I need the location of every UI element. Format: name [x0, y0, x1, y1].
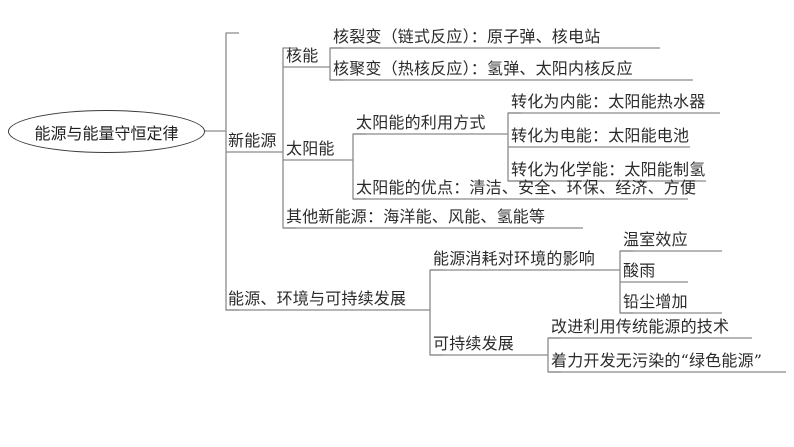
node-label-env-impact[interactable]: 能源消耗对环境的影响: [433, 249, 596, 268]
node-label-improve-traditional-tech[interactable]: 改进利用传统能源的技术: [551, 317, 730, 336]
node-label-solar-energy[interactable]: 太阳能: [286, 139, 335, 158]
node-label-nuclear-fusion[interactable]: 核聚变（热核反应）：氢弹、太阳内核反应: [333, 59, 633, 78]
root-node-label: 能源与能量守恒定律: [34, 123, 179, 143]
node-label-nuclear-energy[interactable]: 核能: [286, 46, 319, 65]
node-label-lead-dust-increase[interactable]: 铅尘增加: [623, 292, 688, 311]
node-label-nuclear-fission[interactable]: 核裂变（链式反应）：原子弹、核电站: [333, 27, 601, 46]
node-label-acid-rain[interactable]: 酸雨: [623, 261, 656, 280]
node-label-convert-internal-energy[interactable]: 转化为内能：太阳能热水器: [511, 92, 706, 111]
branch-label-energy-environment[interactable]: 能源、环境与可持续发展: [228, 289, 407, 308]
wire-level1-bracket: [225, 32, 239, 311]
node-label-convert-chemical-energy[interactable]: 转化为化学能：太阳能制氢: [511, 160, 706, 179]
node-label-greenhouse-effect[interactable]: 温室效应: [623, 230, 688, 249]
node-label-sustainable-development[interactable]: 可持续发展: [433, 334, 515, 353]
node-label-solar-usage-methods[interactable]: 太阳能的利用方式: [356, 113, 486, 132]
wire-level2-bracket: [282, 47, 296, 229]
node-label-green-energy[interactable]: 着力开发无污染的“绿色能源”: [551, 351, 763, 370]
node-label-other-new-energy[interactable]: 其他新能源：海洋能、风能、氢能等: [286, 207, 546, 226]
root-node[interactable]: 能源与能量守恒定律: [8, 110, 205, 153]
branch-label-new-energy[interactable]: 新能源: [228, 131, 277, 150]
node-label-solar-advantages[interactable]: 太阳能的优点：清洁、安全、环保、经济、方便: [356, 178, 697, 197]
node-label-convert-electric-energy[interactable]: 转化为电能：太阳能电池: [511, 126, 690, 145]
